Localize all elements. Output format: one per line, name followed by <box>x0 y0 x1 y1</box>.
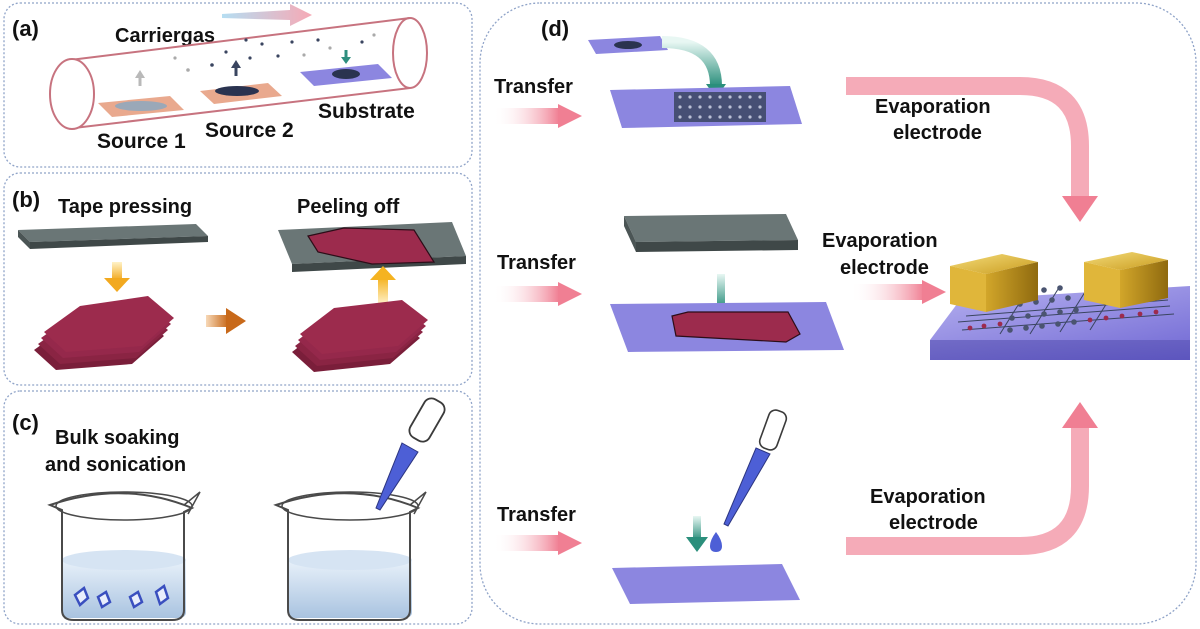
panel-a-border <box>3 2 473 168</box>
panel-c-label: (c) <box>12 410 39 435</box>
panel-d: (d) Transfer Evaporation electrode <box>479 2 1197 625</box>
teal-arrow-d3 <box>686 516 708 552</box>
source-1-label: Source 1 <box>97 130 186 153</box>
fet-device <box>930 252 1190 360</box>
panel-d-label: (d) <box>541 16 569 41</box>
droplet <box>710 532 722 552</box>
tube-furnace <box>49 17 428 130</box>
substrate-d3 <box>612 564 800 604</box>
bulk-flake-stack-right <box>292 300 428 372</box>
evaporation-label-2b: electrode <box>840 257 929 279</box>
panel-c: (c) Bulk soaking and sonication <box>3 390 473 625</box>
evap-arrow-3 <box>846 402 1098 555</box>
bulk-soaking-line2: and sonication <box>45 454 186 476</box>
tube-opening <box>49 58 95 130</box>
transfer-label-2: Transfer <box>497 252 576 274</box>
substrate-d2 <box>610 302 844 352</box>
beaker-right <box>273 491 427 621</box>
press-arrow <box>104 262 130 292</box>
evap-arrow-1 <box>846 77 1098 222</box>
substrate-plate <box>300 50 392 86</box>
peeled-flake <box>307 227 436 265</box>
source-2-boat <box>200 60 282 104</box>
small-substrate-d1 <box>588 36 668 54</box>
pipette-d3-icon <box>710 409 788 552</box>
panel-d-border <box>479 2 1197 625</box>
peel-arrow <box>370 266 396 306</box>
carrier-gas-label: Carriergas <box>115 25 215 47</box>
vapor-particles <box>173 33 376 72</box>
bulk-crystals <box>73 583 170 609</box>
evaporation-label-1b: electrode <box>893 122 982 144</box>
bulk-soaking-line1: Bulk soaking <box>55 427 179 449</box>
electrode-left <box>950 254 1038 312</box>
pipette-icon <box>375 397 446 511</box>
transfer-arrow-1 <box>493 104 582 128</box>
evaporation-label-3a: Evaporation <box>870 486 986 508</box>
panel-b: (b) Tape pressing Peeling off <box>3 172 473 386</box>
source-1-boat <box>98 70 184 117</box>
peeling-off-label: Peeling off <box>297 196 400 218</box>
process-arrow <box>206 308 246 334</box>
substrate-d1 <box>610 86 802 128</box>
transfer-arrow-2 <box>493 282 582 306</box>
tape-right <box>278 222 466 272</box>
panel-a: (a) Carriergas <box>3 2 473 168</box>
electrode-right <box>1084 252 1168 308</box>
evap-arrow-2 <box>850 280 946 304</box>
evaporation-label-1a: Evaporation <box>875 96 991 118</box>
evaporation-label-2a: Evaporation <box>822 230 938 252</box>
substrate-label: Substrate <box>318 100 415 123</box>
panel-b-label: (b) <box>12 187 40 212</box>
tape-left <box>18 224 208 249</box>
transfer-label-3: Transfer <box>497 504 576 526</box>
source-2-label: Source 2 <box>205 119 294 142</box>
transferred-flake-d2 <box>671 311 801 343</box>
tape-pressing-label: Tape pressing <box>58 196 192 218</box>
transfer-arrow-3 <box>493 531 582 555</box>
panel-a-label: (a) <box>12 16 39 41</box>
bulk-flake-stack-left <box>34 296 174 370</box>
beaker-left <box>47 491 201 621</box>
evaporation-label-3b: electrode <box>889 512 978 534</box>
tape-d2 <box>624 214 798 252</box>
carrier-gas-arrow <box>222 4 312 26</box>
transfer-label-1: Transfer <box>494 76 573 98</box>
